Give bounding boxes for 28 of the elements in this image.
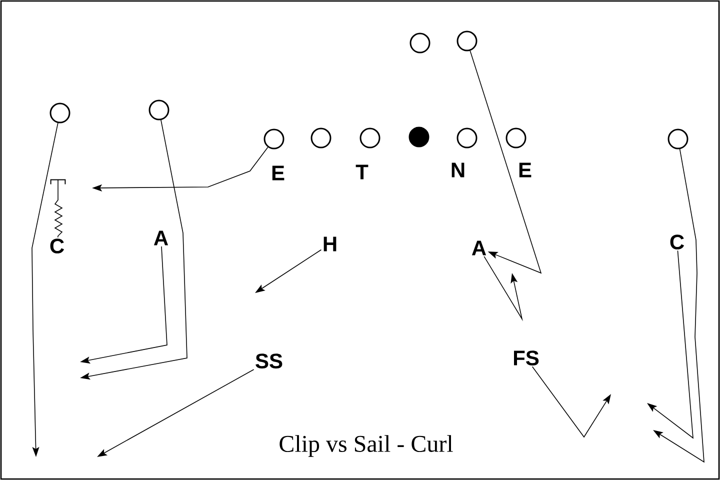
player-circle [456,128,478,148]
player-circle [410,32,430,54]
player-circle [310,128,332,148]
player-label: N [452,162,464,178]
player-label: H [324,236,336,252]
player-label: E [272,166,284,180]
route-arrow [484,256,523,322]
route-arrow [470,50,542,274]
player-circle [264,128,284,150]
player-label: C [50,238,64,254]
player-circle [506,128,526,148]
player-label: A [472,240,486,256]
jam-bar [50,179,66,185]
player-circle [456,30,478,52]
player-label: A [154,230,168,246]
player-label: SS [256,354,282,368]
player-circle [668,128,688,150]
player-label: C [670,234,684,250]
player-label: FS [514,350,539,366]
player-circle [50,102,70,124]
caption: Clip vs Sail - Curl [280,435,453,457]
player-label: E [519,162,532,178]
zigzag-line [54,179,63,238]
player-circle [148,100,170,120]
route-arrow [532,366,611,438]
player-circle [360,128,380,148]
player-label: T [356,164,368,180]
player-dot [408,126,430,148]
